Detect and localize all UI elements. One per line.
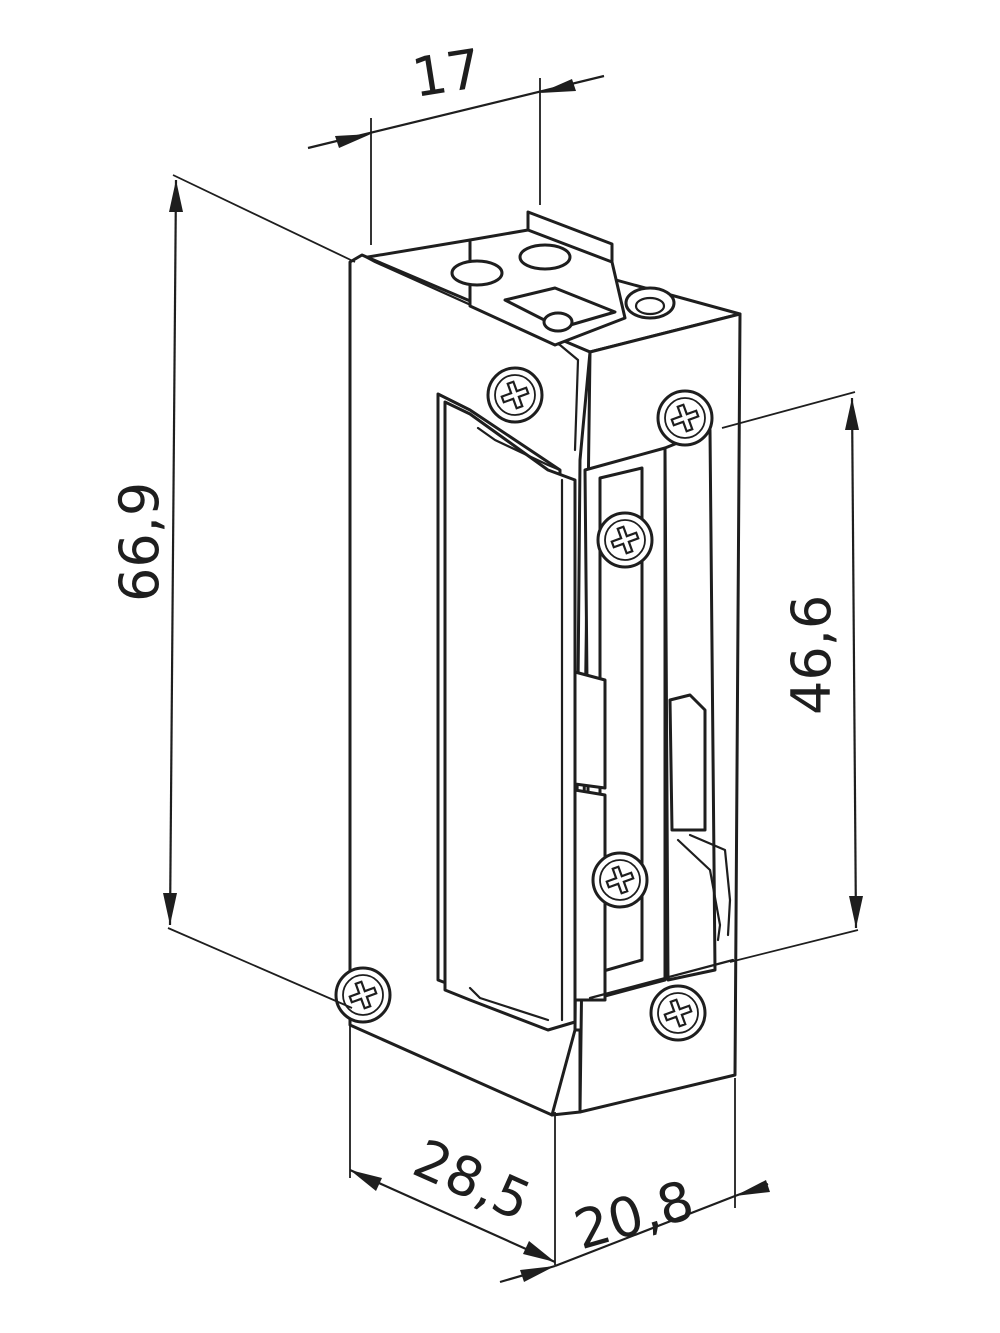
latch-bolt-lower: [573, 788, 607, 1002]
terminal-screw-slot: [542, 311, 574, 333]
dimension-faceplate-height: 46,6: [721, 391, 863, 963]
terminal-slot: [503, 286, 617, 330]
faceplate-lip: [360, 253, 580, 452]
side-screw-top-icon: [656, 389, 714, 447]
terminal-screw-front: [450, 259, 504, 287]
side-screw-bottom-icon: [649, 984, 707, 1042]
faceplate-screw-top-icon: [486, 366, 544, 424]
dimension-label-20-8: 20,8: [567, 1168, 700, 1262]
dimension-total-height: 66,9: [108, 174, 356, 1009]
dimension-top-width: 17: [307, 37, 605, 245]
dimension-label-28-5: 28,5: [404, 1127, 539, 1233]
terminal-screw-rear: [518, 243, 572, 271]
dimension-label-66-9: 66,9: [108, 482, 171, 602]
latch-screw-lower-icon: [591, 851, 649, 909]
latch-spring-inner: [676, 838, 722, 942]
latch-cover-bottom-groove: [468, 986, 550, 1022]
latch-cover: [443, 400, 577, 1032]
latch-spring: [688, 833, 732, 937]
latch-screw-upper-icon: [596, 511, 654, 569]
dimension-label-46-6: 46,6: [780, 595, 843, 715]
dimension-label-17: 17: [408, 37, 486, 110]
housing-bottom-edge: [588, 958, 735, 1000]
latch-cover-top-groove: [476, 426, 562, 472]
latch-bolt-upper: [573, 670, 607, 790]
strike-body: [334, 210, 742, 1117]
latch-slide: [668, 693, 707, 832]
faceplate-screw-bottom-icon: [334, 966, 392, 1024]
mounting-hole-inner: [634, 296, 666, 316]
